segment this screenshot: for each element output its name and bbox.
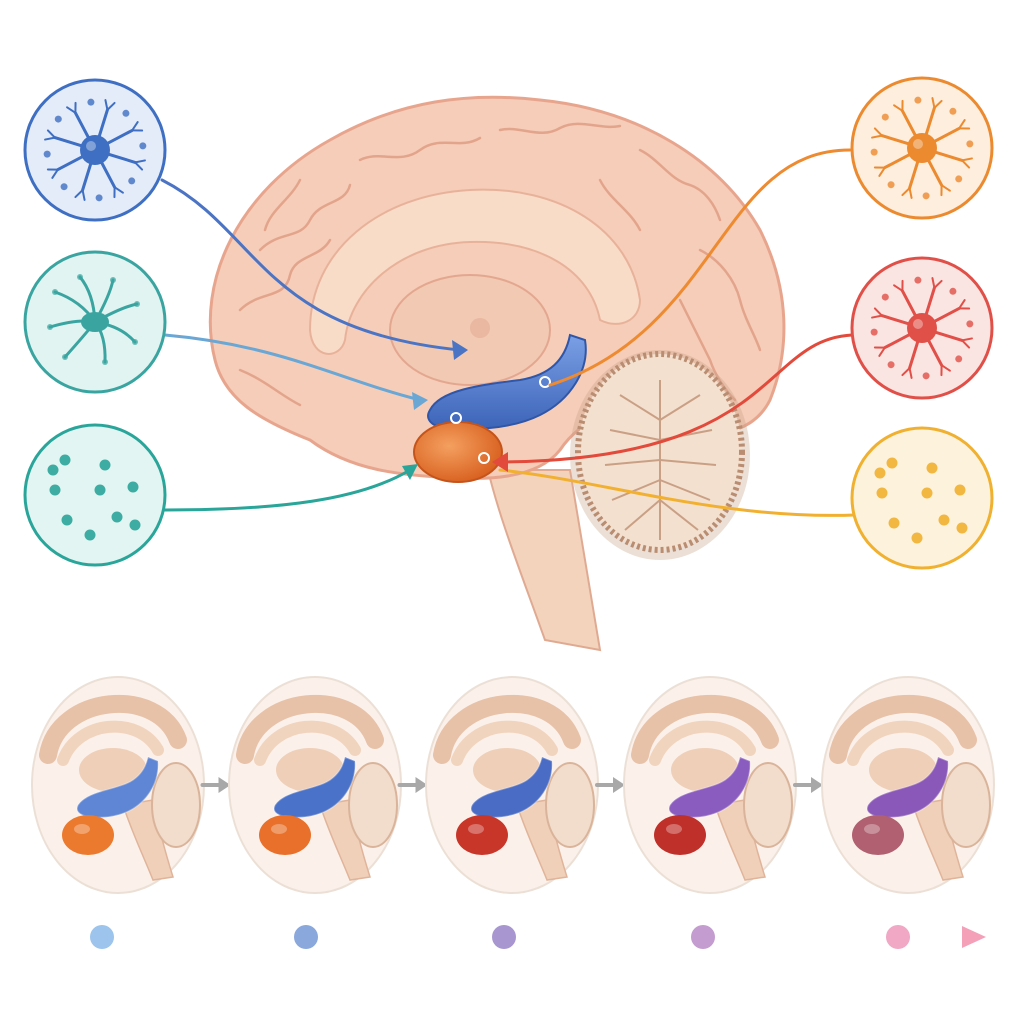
main-brain <box>208 95 786 652</box>
red-neuron-callout <box>850 256 994 400</box>
timeline-arrowhead <box>962 926 986 948</box>
callout-group <box>23 76 994 570</box>
stage-lower-structure <box>654 815 706 855</box>
yellow-particles-callout <box>850 426 994 570</box>
progression-stage-5 <box>821 676 995 894</box>
neuron-icon <box>870 276 974 380</box>
timeline-dot <box>691 925 715 949</box>
stage-lower-structure <box>259 815 311 855</box>
progression-stage-2 <box>228 676 402 894</box>
thalamus <box>389 274 551 386</box>
timeline-dot <box>886 925 910 949</box>
progression-arrowhead <box>218 777 231 793</box>
line-red-neuron <box>498 333 854 464</box>
timeline <box>90 925 986 949</box>
line-teal-astrocyte <box>163 333 422 402</box>
neuron-icon <box>870 96 974 200</box>
timeline-dot <box>90 925 114 949</box>
cerebellum <box>570 350 750 560</box>
stage-lower-structure <box>62 815 114 855</box>
pineal-dot <box>470 318 490 338</box>
orange-structure <box>413 421 503 483</box>
teal-astrocyte-callout <box>23 250 167 394</box>
molecule-dots-icon <box>874 457 968 544</box>
progression-row <box>31 676 995 894</box>
arrowheads <box>402 340 508 480</box>
blue-neuron-callout <box>23 78 167 222</box>
line-yellow-particles <box>498 468 857 517</box>
progression-stage-3 <box>425 676 599 894</box>
progression-stage-4 <box>623 676 797 894</box>
stage-lower-structure <box>852 815 904 855</box>
brainstem <box>486 469 602 652</box>
connection-lines <box>160 148 857 517</box>
progression-stage-1 <box>31 676 205 894</box>
progression-arrowhead <box>811 777 823 793</box>
molecule-dots-icon <box>47 454 141 541</box>
progression-arrowhead <box>415 777 428 793</box>
stage-lower-structure <box>456 815 508 855</box>
timeline-dot <box>492 925 516 949</box>
line-orange-neuron <box>548 148 852 387</box>
line-blue-neuron <box>160 178 462 352</box>
corpus-callosum <box>308 188 642 355</box>
line-teal-particles <box>163 468 412 512</box>
orange-neuron-callout <box>850 76 994 220</box>
timeline-dot <box>294 925 318 949</box>
teal-particles-callout <box>23 423 167 567</box>
connection-markers <box>450 376 551 464</box>
progression-arrowhead <box>613 777 625 793</box>
neuron-icon <box>43 98 147 202</box>
gyri-folds <box>238 122 762 407</box>
glial-cell-icon <box>47 274 140 365</box>
